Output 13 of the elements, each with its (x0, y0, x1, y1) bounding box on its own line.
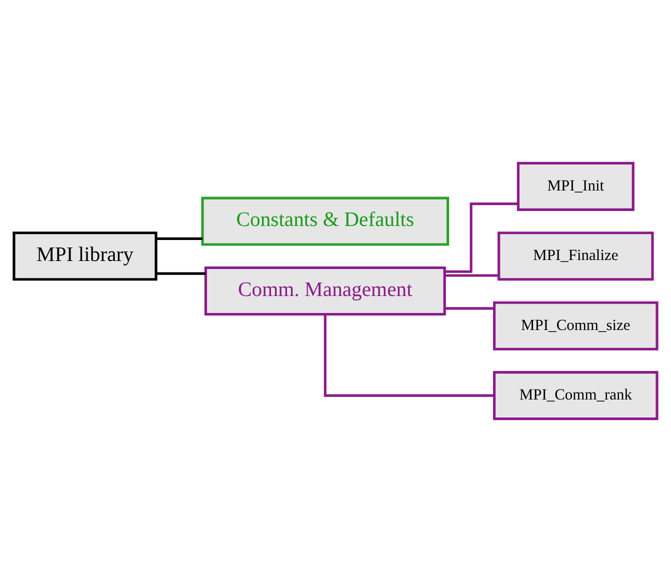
node-box: MPI_Comm_size (493, 300, 658, 350)
connector (444, 202, 518, 272)
node-box: MPI_Init (516, 161, 634, 210)
node-box: MPI library (12, 231, 158, 280)
connector (324, 314, 494, 396)
node-box: MPI_Finalize (498, 231, 654, 280)
connector (444, 306, 494, 310)
connector (156, 236, 202, 240)
node-box: Constants & Defaults (201, 196, 450, 246)
connector (444, 274, 499, 276)
connector (156, 272, 206, 274)
node-box: Comm. Management (204, 266, 446, 316)
node-box: MPI_Comm_rank (493, 370, 658, 420)
